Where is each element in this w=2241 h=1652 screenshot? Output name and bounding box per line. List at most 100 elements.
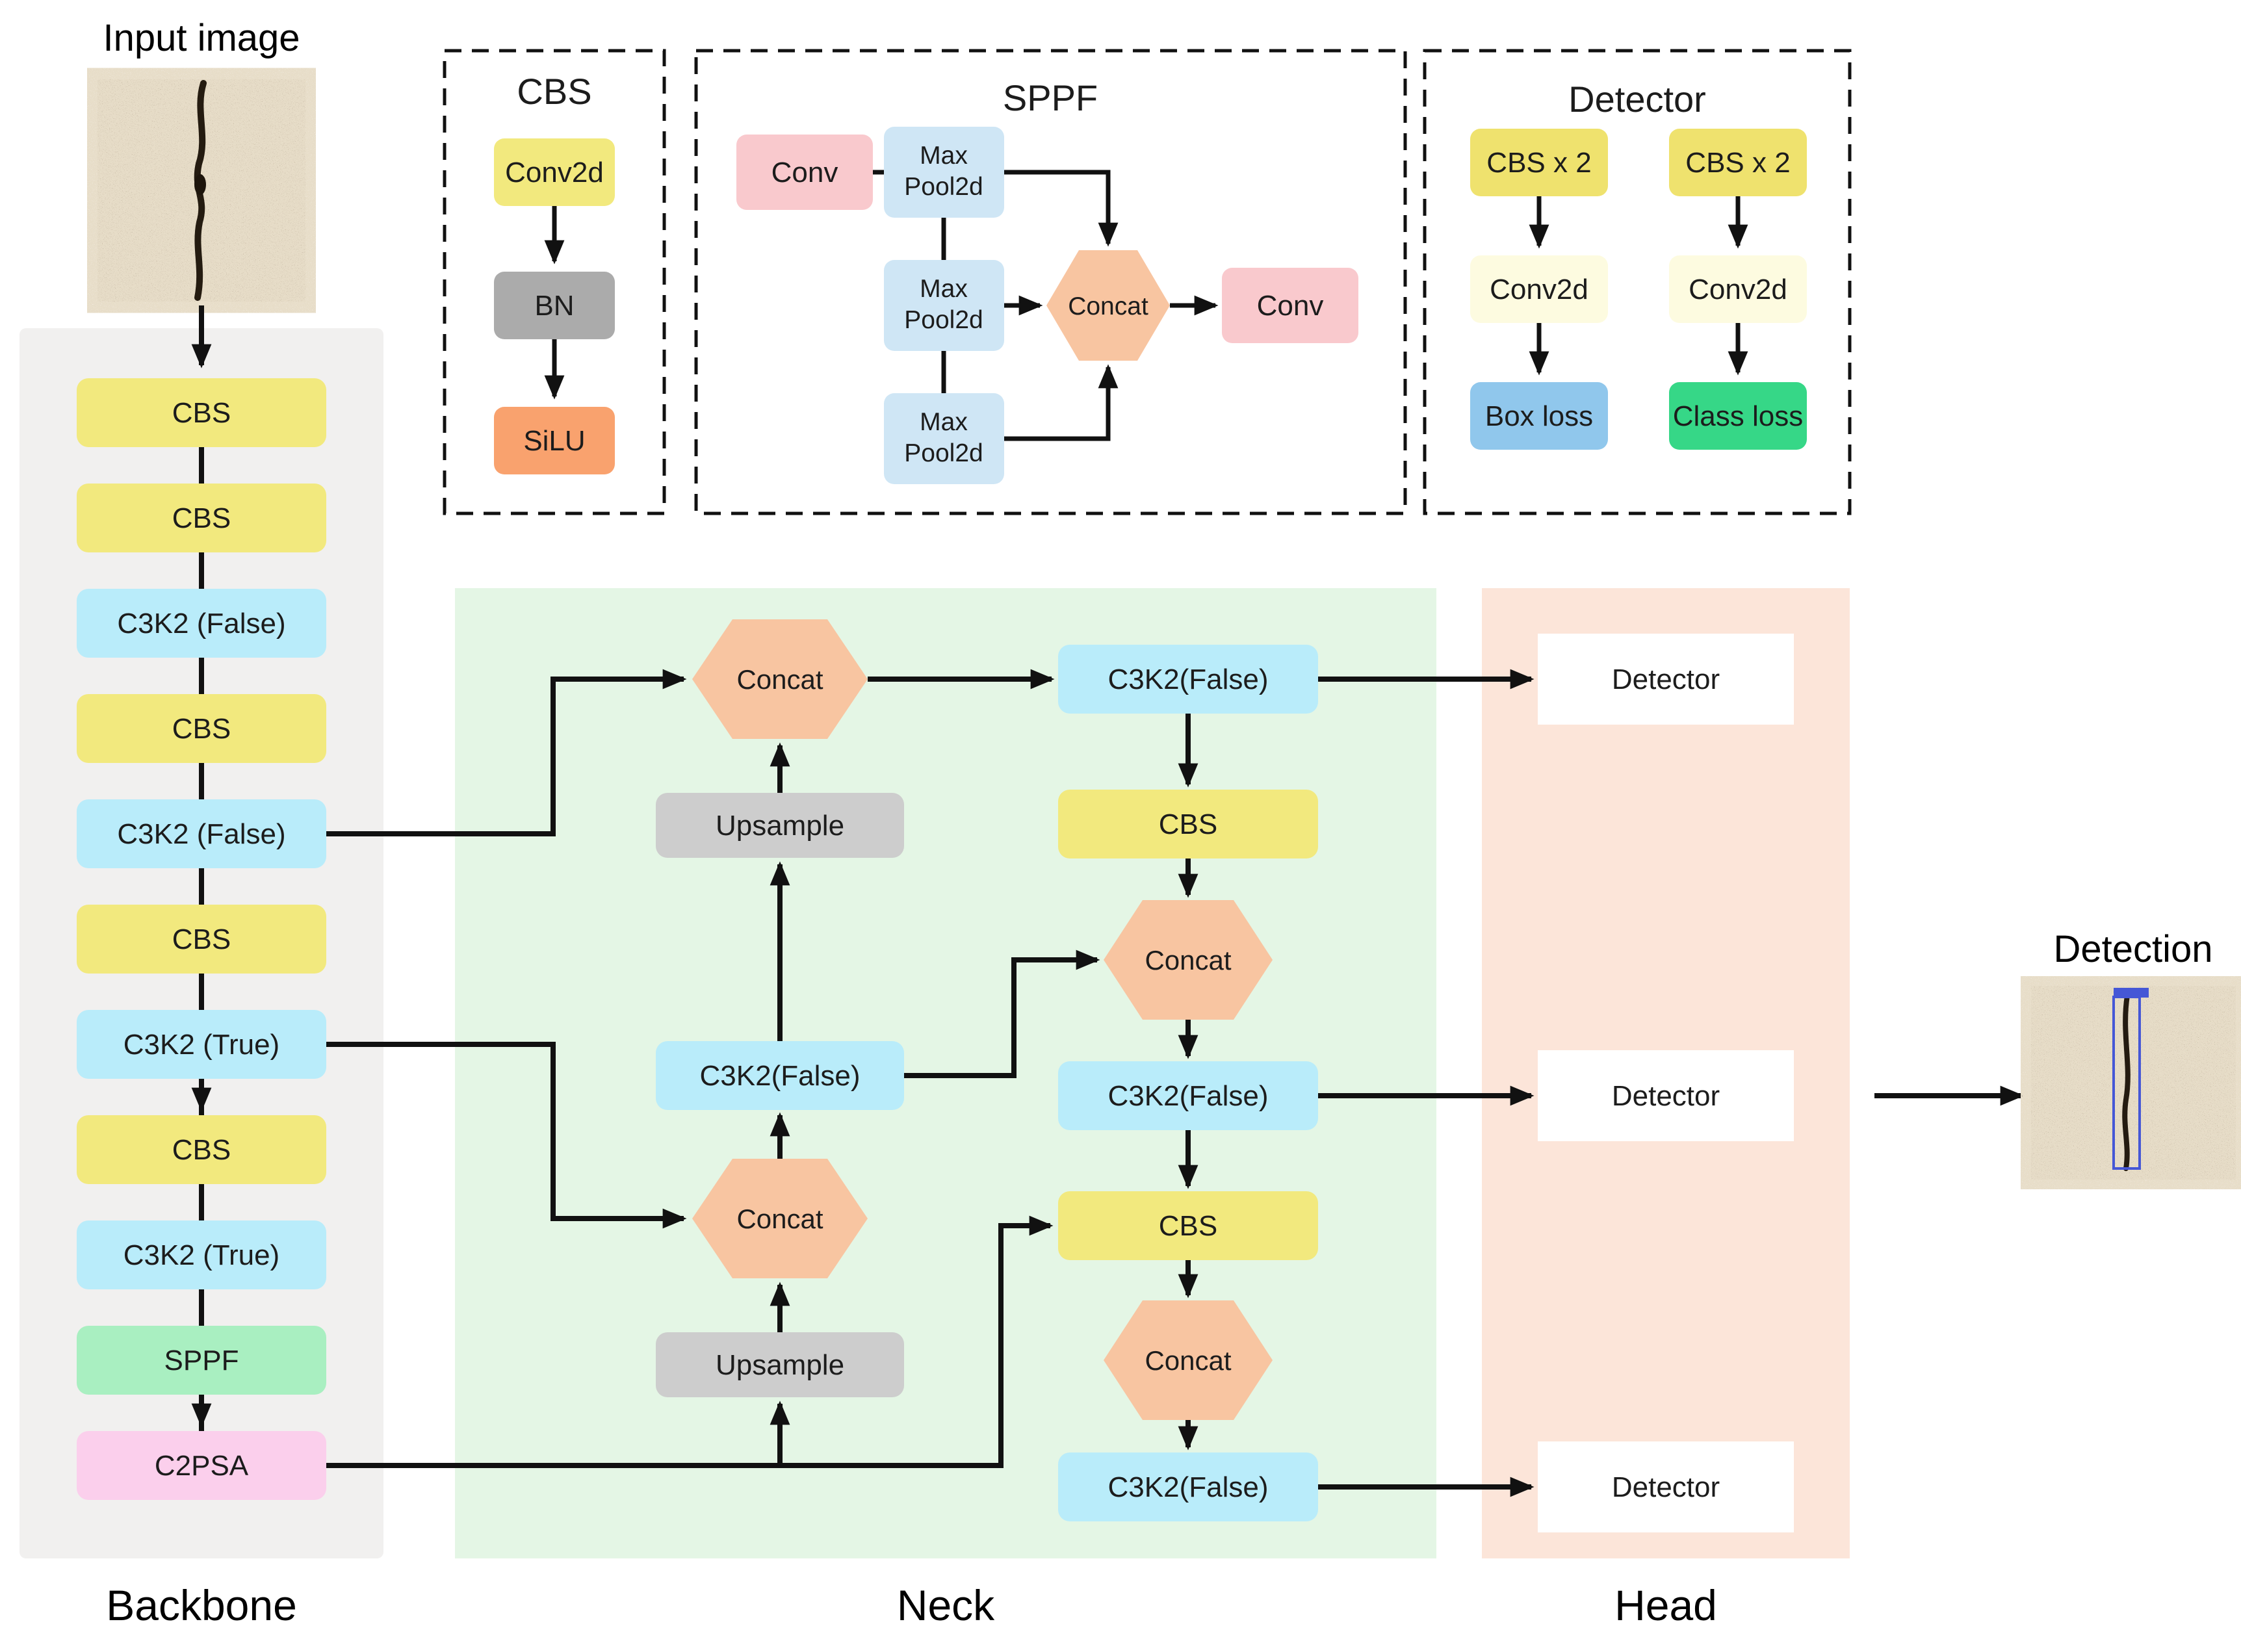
legend-detector-cbs2-left-label: CBS x 2 bbox=[1486, 147, 1591, 179]
neck-c3k2-bottom-right bbox=[1058, 1452, 1318, 1521]
neck-cbs-right-2-label: CBS bbox=[1159, 1210, 1217, 1242]
backbone-block-c3k2-true-1 bbox=[77, 1010, 326, 1079]
neck-concat-right-2-label: Concat bbox=[1145, 1345, 1231, 1376]
backbone-block-cbs-5-label: CBS bbox=[172, 1134, 231, 1166]
backbone-block-c3k2-true-1-label: C3K2 (True) bbox=[123, 1029, 279, 1061]
neck-c3k2-mid-left bbox=[656, 1041, 904, 1110]
legend-detector-box-loss-label: Box loss bbox=[1485, 400, 1593, 432]
legend-detector-title: Detector bbox=[1568, 79, 1706, 120]
backbone-block-cbs-3 bbox=[77, 694, 326, 763]
legend-detector-conv2d-right bbox=[1669, 255, 1807, 323]
edge-c2psa-to-cbs-right bbox=[326, 1215, 1054, 1468]
backbone-block-c3k2-false-2 bbox=[77, 799, 326, 868]
neck-concat-top bbox=[692, 619, 868, 739]
legend-detector-cbs2-right-label: CBS x 2 bbox=[1685, 147, 1790, 179]
legend-detector-conv2d-left-label: Conv2d bbox=[1490, 274, 1588, 305]
legend-detector-conv2d-left bbox=[1470, 255, 1608, 323]
legend-cbs-bn bbox=[494, 272, 615, 339]
backbone-block-cbs-5 bbox=[77, 1115, 326, 1184]
neck-c3k2-mid-right-label: C3K2(False) bbox=[1108, 1080, 1269, 1112]
neck-concat-right-1-label: Concat bbox=[1145, 945, 1231, 975]
backbone-block-cbs-1 bbox=[77, 378, 326, 447]
legend-sppf-maxpool-3-line1: Max bbox=[920, 408, 968, 436]
head-detector-3 bbox=[1538, 1441, 1794, 1532]
legend-sppf-maxpool-1 bbox=[884, 127, 1004, 218]
backbone-block-c3k2-false-1-label: C3K2 (False) bbox=[117, 608, 285, 639]
detection-bbox-tag bbox=[2114, 988, 2149, 998]
neck-cbs-right-2 bbox=[1058, 1191, 1318, 1260]
backbone-block-c2psa bbox=[77, 1431, 326, 1500]
head-detector-3-label: Detector bbox=[1612, 1471, 1720, 1503]
neck-cbs-right-1-label: CBS bbox=[1159, 808, 1217, 840]
detection-image bbox=[2031, 986, 2236, 1180]
backbone-block-cbs-2-label: CBS bbox=[172, 502, 231, 534]
legend-cbs-title: CBS bbox=[517, 71, 591, 112]
neck-c3k2-mid-left-label: C3K2(False) bbox=[700, 1060, 861, 1092]
detection-photo-texture bbox=[2031, 986, 2236, 1180]
legend-sppf-maxpool-2 bbox=[884, 260, 1004, 351]
legend-sppf-maxpool-1-line1: Max bbox=[920, 142, 968, 170]
legend-detector-cbs2-left bbox=[1470, 129, 1608, 196]
legend-cbs-silu bbox=[494, 407, 615, 474]
neck-upsample-bottom-label: Upsample bbox=[716, 1349, 844, 1381]
legend-sppf-maxpool-2-line2: Pool2d bbox=[904, 306, 983, 334]
backbone-block-c3k2-false-1 bbox=[77, 589, 326, 658]
legend-cbs-box bbox=[443, 49, 666, 515]
neck-concat-right-2 bbox=[1104, 1300, 1273, 1420]
legend-sppf-maxpool-1-line2: Pool2d bbox=[904, 173, 983, 201]
input-image-label: Input image bbox=[103, 17, 300, 59]
input-crack-blob bbox=[194, 174, 206, 195]
head-detector-1-label: Detector bbox=[1612, 664, 1720, 695]
legend-cbs-conv2d-label: Conv2d bbox=[505, 157, 604, 188]
neck-concat-mid-label: Concat bbox=[736, 1204, 823, 1234]
head-detector-1 bbox=[1538, 634, 1794, 725]
legend-sppf-maxpool-3-line2: Pool2d bbox=[904, 439, 983, 467]
legend-sppf-maxpool-3 bbox=[884, 393, 1004, 484]
legend-detector-class-loss bbox=[1669, 382, 1807, 450]
backbone-block-cbs-4 bbox=[77, 905, 326, 974]
legend-sppf-conv-in-label: Conv bbox=[771, 157, 838, 188]
legend-detector-box-loss bbox=[1470, 382, 1608, 450]
legend-cbs-silu-label: SiLU bbox=[523, 425, 585, 457]
detection-crack bbox=[2122, 993, 2131, 1171]
legend-detector-class-loss-label: Class loss bbox=[1673, 400, 1804, 432]
neck-concat-top-label: Concat bbox=[736, 664, 823, 695]
neck-upsample-top-label: Upsample bbox=[716, 810, 844, 842]
head-detector-2 bbox=[1538, 1050, 1794, 1141]
neck-concat-right-1 bbox=[1104, 900, 1273, 1020]
neck-upsample-top bbox=[656, 793, 904, 858]
detection-label: Detection bbox=[2053, 928, 2212, 970]
edge-c3k2-mid-left-to-concat-right-1 bbox=[904, 949, 1100, 1078]
legend-cbs-bn-label: BN bbox=[534, 290, 574, 322]
backbone-blocks: CBS CBS C3K2 (False) CBS C3K2 (False) CB… bbox=[77, 378, 326, 1500]
backbone-block-sppf-label: SPPF bbox=[164, 1345, 239, 1376]
legend-sppf-concat-label: Concat bbox=[1068, 292, 1148, 320]
neck-concat-mid bbox=[692, 1159, 868, 1278]
backbone-block-c3k2-false-2-label: C3K2 (False) bbox=[117, 818, 285, 850]
input-image bbox=[97, 79, 305, 302]
edge-p4-to-concat-mid bbox=[326, 1042, 687, 1229]
neck-cbs-right-1 bbox=[1058, 790, 1318, 858]
backbone-block-c3k2-true-2-label: C3K2 (True) bbox=[123, 1239, 279, 1271]
legend-detector-box bbox=[1423, 49, 1852, 515]
legend-sppf-conv-out-label: Conv bbox=[1257, 290, 1324, 322]
legend-sppf-concat bbox=[1046, 250, 1170, 361]
backbone-label: Backbone bbox=[106, 1581, 297, 1629]
legend-sppf-title: SPPF bbox=[1003, 77, 1098, 118]
legend-sppf-conv-out bbox=[1222, 268, 1358, 343]
legend-sppf-conv-in bbox=[736, 135, 873, 210]
backbone-block-cbs-2 bbox=[77, 484, 326, 552]
legend-detector-cbs2-right bbox=[1669, 129, 1807, 196]
backbone-block-cbs-1-label: CBS bbox=[172, 397, 231, 429]
neck-c3k2-mid-right bbox=[1058, 1061, 1318, 1130]
backbone-block-sppf bbox=[77, 1326, 326, 1395]
legend-sppf-box bbox=[694, 49, 1407, 515]
legend-sppf-maxpool-2-line1: Max bbox=[920, 275, 968, 303]
neck-c3k2-top-right bbox=[1058, 645, 1318, 714]
backbone-block-cbs-3-label: CBS bbox=[172, 713, 231, 745]
backbone-block-cbs-4-label: CBS bbox=[172, 923, 231, 955]
neck-upsample-bottom bbox=[656, 1332, 904, 1397]
edge-maxpool-3-to-concat bbox=[1004, 364, 1119, 441]
